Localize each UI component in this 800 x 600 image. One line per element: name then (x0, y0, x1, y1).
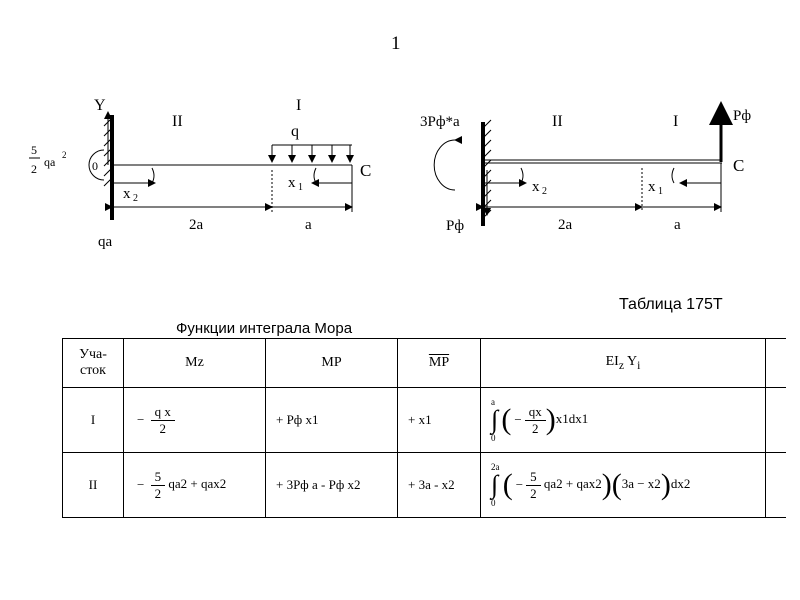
row-1-mp-bar: + x1 (397, 387, 481, 453)
moment-coef-num: 5 (31, 143, 37, 157)
page-number: 1 (391, 33, 401, 54)
dim-a-label-left: a (305, 217, 312, 233)
distributed-load (268, 144, 354, 163)
point-c-right: C (733, 156, 744, 175)
header-mz: Mz (123, 338, 266, 388)
point-c-left: C (360, 161, 371, 180)
y-axis-label: Y (94, 97, 106, 114)
header-integral: EIz Yi (480, 338, 766, 388)
x1-sub-left: 1 (298, 182, 303, 193)
row-2-mp: + 3Pф a - Pф x2 (265, 452, 398, 518)
dim-2a-label-right: 2a (558, 217, 573, 233)
moment-label-right: 3Pф*a (420, 114, 460, 130)
left-beam-diagram: Y 0 5 2 qa 2 qa II I q C x 2 x 1 2a a (29, 97, 371, 250)
section-I-right: I (673, 113, 678, 130)
header-mp-bar: MP (397, 338, 481, 388)
right-moment-arc (433, 135, 463, 191)
moment-coef-den: 2 (31, 162, 37, 176)
x2-label-left: x (123, 186, 131, 202)
header-section: Уча- сток (62, 338, 124, 388)
section-II-left: II (172, 113, 183, 130)
dim-a-label-right: a (674, 217, 681, 233)
x1-label-right: x (648, 179, 656, 195)
right-beam-diagram: 3Pф*a Pф Pф II I C x 2 x 1 2a a (420, 101, 751, 234)
table-header-row: Уча- сток Mz MP MP EIz Yi (62, 338, 786, 388)
section-I-left: I (296, 97, 301, 114)
row-1-mp: + Pф x1 (265, 387, 398, 453)
load-label: q (291, 123, 299, 140)
row-1-section: I (62, 387, 124, 453)
reaction-label-right: Pф (446, 218, 464, 234)
x2-label-right: x (532, 179, 540, 195)
moment-exp: 2 (62, 150, 67, 160)
table-title: Функции интеграла Мора (176, 320, 353, 337)
origin-label: 0 (92, 159, 98, 173)
moment-var: qa (44, 155, 56, 169)
x1-sub-right: 1 (658, 186, 663, 197)
header-mp: MP (265, 338, 398, 388)
x2-sub-left: 2 (133, 193, 138, 204)
x1-label-left: x (288, 175, 296, 191)
row-2-mp-bar: + 3a - x2 (397, 452, 481, 518)
section-II-right: II (552, 113, 563, 130)
beam-diagrams: Y 0 5 2 qa 2 qa II I q C x 2 x 1 2a a (29, 97, 751, 250)
left-moment-arc (88, 149, 105, 181)
row-2-section: II (62, 452, 124, 518)
dim-2a-label-left: 2a (189, 217, 204, 233)
reaction-label-left: qa (98, 234, 113, 250)
force-label-right: Pф (733, 108, 751, 124)
table-caption: Таблица 175Т (619, 296, 723, 313)
x2-sub-right: 2 (542, 186, 547, 197)
